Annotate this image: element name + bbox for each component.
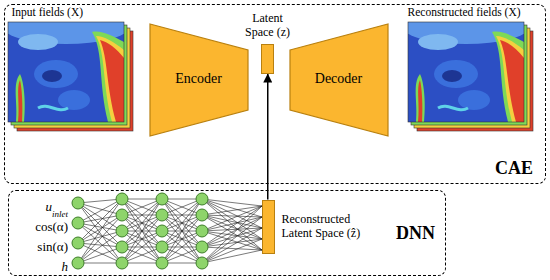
network-wire xyxy=(202,206,262,263)
latent-bar xyxy=(261,44,274,74)
neuron xyxy=(156,193,168,205)
neuron xyxy=(196,209,208,221)
neuron xyxy=(196,225,208,237)
neuron xyxy=(156,257,168,269)
network-wire xyxy=(78,203,122,247)
network-wire xyxy=(202,228,262,247)
network-wire xyxy=(78,203,122,263)
neuron xyxy=(116,241,128,253)
input-variable: h xyxy=(62,260,69,273)
neuron xyxy=(196,193,208,205)
neuron xyxy=(116,257,128,269)
network-wire xyxy=(122,199,162,247)
group-frame: Reconstructed Latent Space (ẑ) DNN xyxy=(8,190,446,276)
group-label: DNN xyxy=(396,223,435,244)
network-wire xyxy=(78,247,122,263)
network-wire xyxy=(202,247,262,250)
field-outline xyxy=(408,22,524,122)
neuron xyxy=(156,241,168,253)
field-image xyxy=(404,12,528,122)
network-wire xyxy=(122,215,162,263)
neuron xyxy=(196,241,208,253)
field-panel: Reconstructed fields (X) xyxy=(404,5,540,137)
network-wire xyxy=(202,206,262,215)
latent-vector: Latent Space (z) xyxy=(240,12,296,74)
network-wire xyxy=(78,199,122,243)
network-wire xyxy=(78,199,122,263)
input-variable: u xyxy=(46,200,53,213)
latent-vector: Reconstructed Latent Space (ẑ) xyxy=(262,200,378,254)
connector-arrow xyxy=(267,74,269,200)
neuron xyxy=(156,209,168,221)
neuron xyxy=(72,237,84,249)
trapezoid-outline xyxy=(290,24,388,136)
network-wire xyxy=(202,206,262,247)
panel-title: Input fields (X) xyxy=(12,6,84,19)
network-wire xyxy=(202,228,262,263)
input-variable: cos(α) xyxy=(35,220,68,233)
field-panel: Input fields (X) xyxy=(8,5,140,137)
network-wire xyxy=(202,215,262,250)
neuron xyxy=(156,225,168,237)
field-outline xyxy=(8,22,124,122)
network-wire xyxy=(162,199,202,247)
network-wire xyxy=(78,263,122,264)
neuron xyxy=(72,257,84,269)
neuron xyxy=(116,225,128,237)
neuron xyxy=(196,257,208,269)
neural-network xyxy=(72,193,262,269)
network-wire xyxy=(202,217,262,263)
network-wire xyxy=(202,206,262,231)
neuron xyxy=(116,193,128,205)
latent-label: Reconstructed Latent Space (ẑ) xyxy=(282,213,378,241)
block-label: Encoder xyxy=(175,71,222,87)
input-variable: sin(α) xyxy=(37,240,68,253)
network-wire xyxy=(162,215,202,263)
decoder-block: Decoder xyxy=(290,24,388,136)
output-field-stack xyxy=(404,12,533,131)
latent-label: Latent Space (z) xyxy=(240,12,296,40)
variable-subscript: inlet xyxy=(52,210,68,219)
neuron xyxy=(116,209,128,221)
network-wire xyxy=(202,239,262,263)
network-wire xyxy=(78,231,122,243)
neuron xyxy=(72,217,84,229)
network-wire xyxy=(78,215,122,263)
field-image xyxy=(4,12,128,122)
trapezoid-outline xyxy=(150,24,248,136)
latent-bar xyxy=(262,200,275,254)
network-wire xyxy=(78,223,122,231)
group-label: CAE xyxy=(495,158,533,179)
group-frame: Input fields (X) Encoder Latent Space (z) D… xyxy=(4,4,546,184)
panel-title: Reconstructed fields (X) xyxy=(408,6,521,19)
network-wire xyxy=(162,199,202,247)
neuron xyxy=(72,197,84,209)
network-wire xyxy=(122,215,162,263)
block-label: Decoder xyxy=(315,71,362,87)
network-wire xyxy=(78,231,122,263)
network-wire xyxy=(202,250,262,263)
input-field-stack xyxy=(4,12,133,131)
network-wire xyxy=(122,199,162,247)
network-wire xyxy=(162,215,202,263)
network-wire xyxy=(78,243,122,247)
encoder-block: Encoder xyxy=(150,24,248,136)
